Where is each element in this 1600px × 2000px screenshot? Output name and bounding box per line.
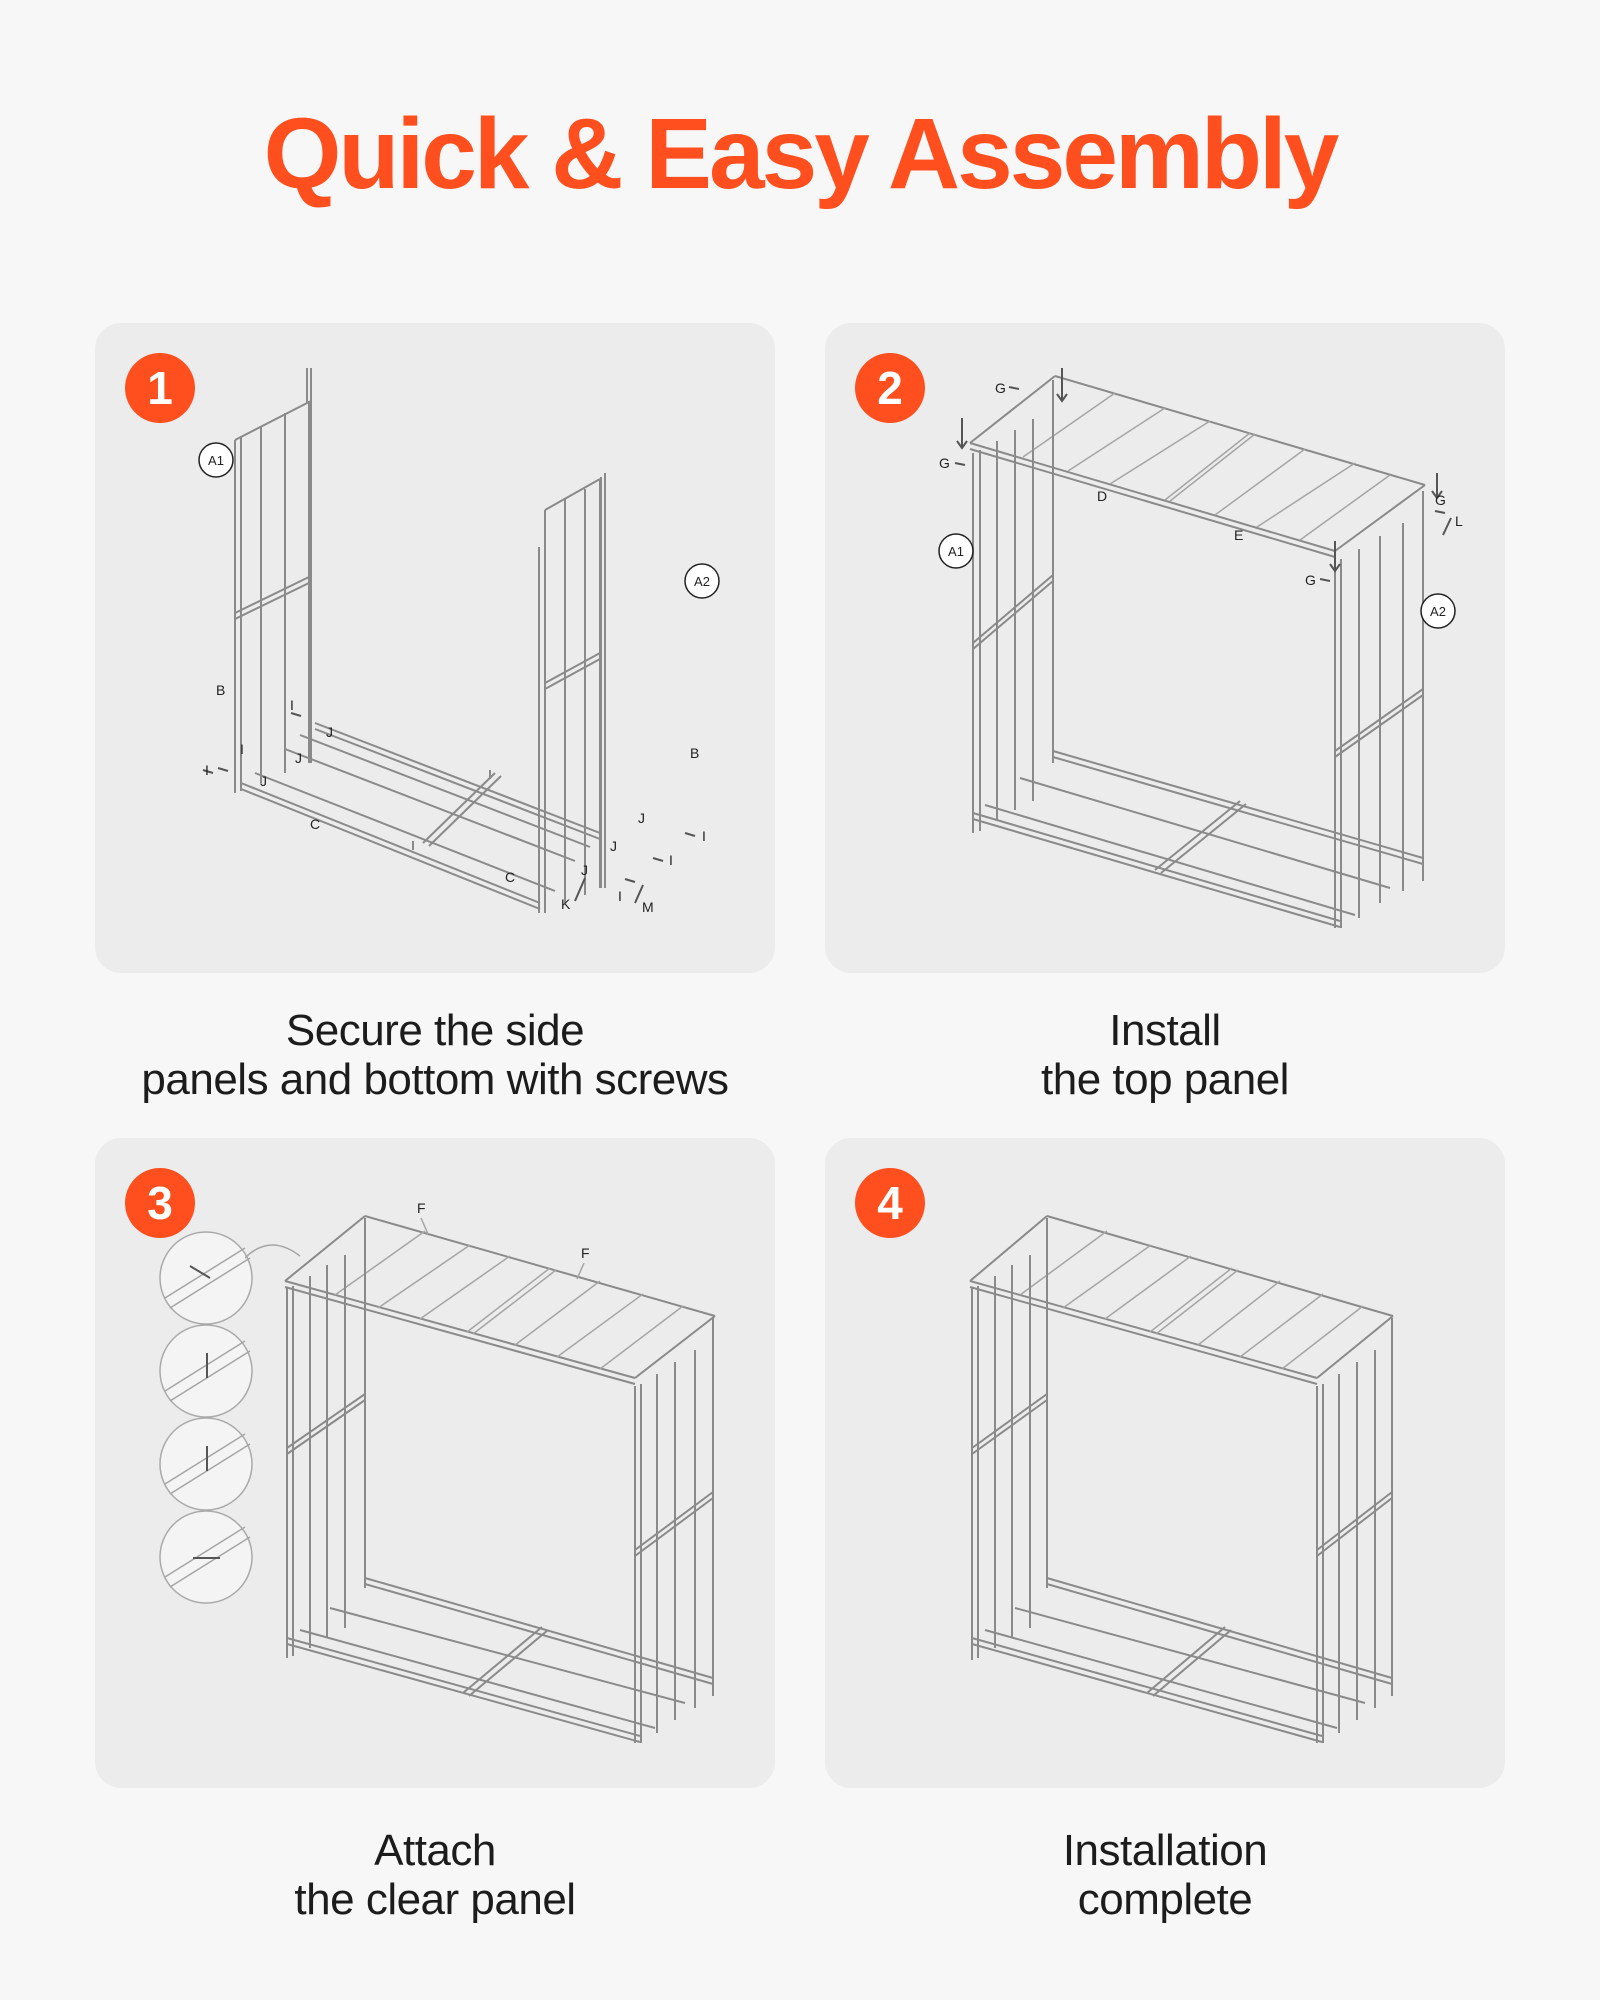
step-2-caption-line-2: the top panel [1041,1055,1289,1104]
page-title: Quick & Easy Assembly [263,98,1340,210]
label-d: D [1097,488,1107,504]
down-arrows [956,368,1443,573]
label-m: M [642,899,654,915]
label-i-5: I [669,852,673,868]
bottom-frame [286,1577,714,1743]
svg-text:A1: A1 [208,453,224,468]
label-j-6: J [581,862,588,878]
left-side-panel [286,1218,366,1658]
step-2-caption: Install the top panel [825,1006,1505,1104]
label-i-4: I [702,828,706,844]
label-f-2: F [581,1245,590,1261]
label-c-left: C [310,816,320,832]
right-side-panel [634,1318,714,1743]
label-j-5: J [610,838,617,854]
top-panel [969,375,1426,558]
step-3-card: F F 3 [95,1138,775,1788]
part-tag-a1: A1 [198,442,234,478]
bottom-frame [240,722,601,910]
step-4-card: 4 [825,1138,1505,1788]
label-i-2: I [240,741,244,757]
step-1-caption-line-1: Secure the side [285,1006,585,1055]
screws [202,712,696,904]
step-4-caption-line-2: complete [1077,1875,1253,1924]
step-4-caption: Installation complete [825,1826,1505,1924]
step-1-illustration: A1 A2 B B C C I I I I I I J J J J J J K … [198,368,720,915]
step-2-caption-line-1: Install [1109,1006,1221,1055]
step-3-illustration: F F [159,1200,716,1743]
label-c-right: C [505,869,515,885]
left-side-panel [971,1218,1048,1660]
label-i-3: I [205,762,209,778]
part-tag-a2: A2 [684,563,720,599]
label-j-3: J [260,773,267,789]
label-k: K [561,896,571,912]
label-g-1: G [995,380,1006,396]
step-2-card: G G G G D E L A1 A2 2 [825,323,1505,973]
clip-detail-views [159,1231,301,1604]
step-4-caption-line-1: Installation [1062,1826,1268,1875]
step-1-caption: Secure the side panels and bottom with s… [95,1006,775,1104]
right-side-panel [1316,1318,1393,1743]
label-b-right: B [690,745,699,761]
step-number-badge: 1 [125,353,195,423]
step-3-caption-line-1: Attach [374,1826,496,1875]
label-g-3: G [1305,572,1316,588]
label-i-6: I [618,888,622,904]
svg-text:A1: A1 [948,544,964,559]
part-tag-a2: A2 [1420,593,1456,629]
left-side-panel [972,380,1054,833]
step-number-badge: 4 [855,1168,925,1238]
label-j-2: J [295,750,302,766]
screws [954,386,1452,582]
top-panel [969,1215,1394,1385]
top-panel [284,1215,716,1385]
step-number-badge: 3 [125,1168,195,1238]
step-1-caption-line-2: panels and bottom with screws [141,1055,729,1104]
part-tag-a1: A1 [938,533,974,569]
step-4-illustration [969,1215,1394,1743]
left-side-panel [234,368,312,793]
svg-text:A2: A2 [1430,604,1446,619]
right-side-panel [538,473,606,913]
label-j-4: J [638,810,645,826]
right-side-panel [1334,491,1424,928]
label-b-left: B [216,682,225,698]
step-3-caption-line-2: the clear panel [294,1875,576,1924]
label-g-4: G [1435,492,1446,508]
svg-text:A2: A2 [694,574,710,589]
label-j-1: J [326,724,333,740]
step-3-caption: Attach the clear panel [95,1826,775,1924]
label-f-1: F [417,1200,426,1216]
step-number-badge: 2 [855,353,925,423]
label-g-2: G [939,455,950,471]
label-l: L [1455,513,1463,529]
bottom-frame [971,1577,1393,1743]
label-i-1: I [290,697,294,713]
step-2-illustration: G G G G D E L A1 A2 [938,368,1463,928]
step-1-card: A1 A2 B B C C I I I I I I J J J J J J K … [95,323,775,973]
bottom-frame [972,750,1424,928]
label-e: E [1234,527,1243,543]
